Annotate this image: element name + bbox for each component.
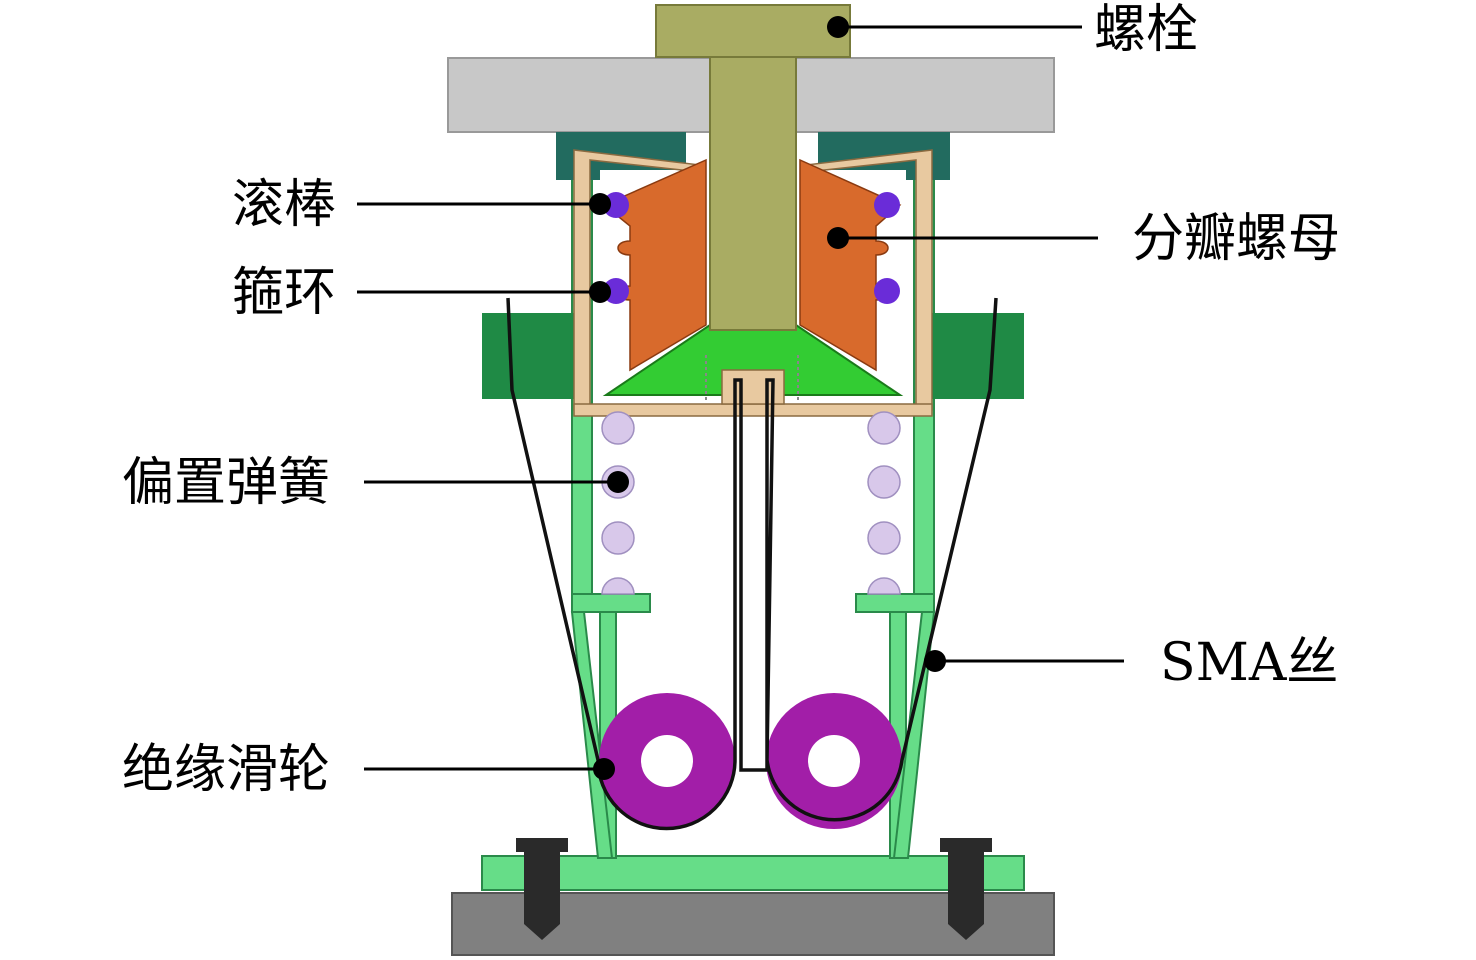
left-mount-flange: [482, 313, 574, 399]
left-split-nut: [602, 158, 707, 372]
housing-base-flange: [481, 855, 1025, 891]
sma-wire: [506, 297, 998, 831]
insulated-pulleys: [599, 693, 902, 829]
roller-right-top: [874, 192, 900, 218]
roller-marker: [589, 193, 611, 215]
bolt: [655, 4, 851, 331]
sma-wire-marker: [924, 650, 946, 672]
right-mount-flange: [932, 313, 1024, 399]
pulley-marker: [593, 758, 615, 780]
label-hoop: 箍环: [232, 263, 336, 323]
label-insulated-pulley: 绝缘滑轮: [122, 740, 330, 800]
bolt-marker: [827, 16, 849, 38]
label-bolt: 螺栓: [1094, 0, 1198, 60]
bias-spring-coils: [601, 411, 901, 595]
split-nut-marker: [827, 227, 849, 249]
label-roller: 滚棒: [232, 175, 336, 235]
rollers: [603, 192, 900, 304]
label-sma-wire: SMA丝: [1160, 633, 1338, 693]
hoop-marker: [589, 281, 611, 303]
bias-spring-marker: [607, 471, 629, 493]
roller-right-bottom: [874, 278, 900, 304]
left-screw: [516, 838, 568, 940]
right-screw: [940, 838, 992, 940]
centre-plug: [721, 369, 785, 405]
label-split-nut: 分瓣螺母: [1132, 209, 1340, 269]
label-bias-spring: 偏置弹簧: [122, 453, 330, 513]
